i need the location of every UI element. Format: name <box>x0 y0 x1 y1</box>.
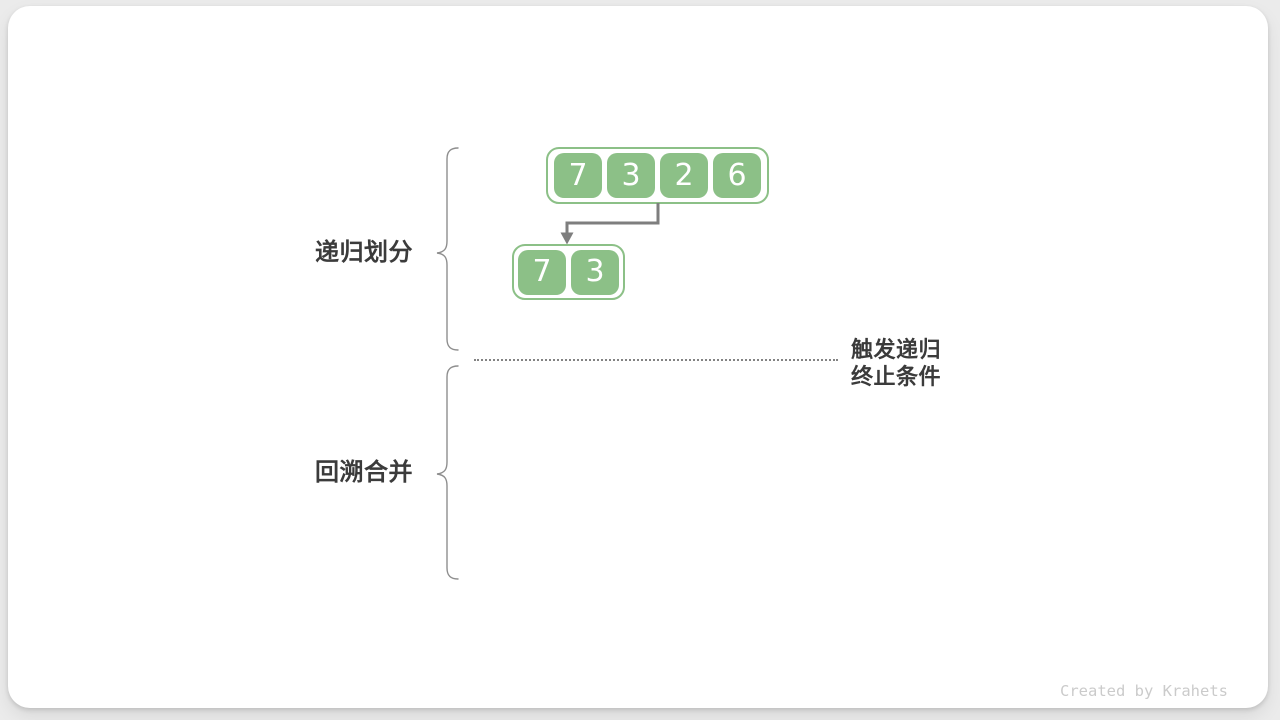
diagram-card: 递归划分 回溯合并 7 3 2 6 7 3 触发递归 <box>8 6 1268 708</box>
array-cell: 6 <box>713 153 761 198</box>
array-sub: 7 3 <box>512 244 625 300</box>
curly-brace-divide-icon <box>436 147 459 351</box>
array-cell: 2 <box>660 153 708 198</box>
array-cell: 3 <box>571 249 619 295</box>
termination-note-line2: 终止条件 <box>851 364 942 389</box>
array-cell: 7 <box>554 153 602 198</box>
array-top: 7 3 2 6 <box>546 147 769 204</box>
curly-brace-merge-icon <box>436 365 459 580</box>
termination-note: 触发递归 终止条件 <box>851 336 941 390</box>
termination-divider-line <box>474 359 838 361</box>
phase-label-recursive-divide: 递归划分 <box>315 239 413 266</box>
watermark-credit: Created by Krahets <box>1060 682 1228 700</box>
array-cell: 3 <box>607 153 655 198</box>
divide-arrow-icon <box>560 203 660 245</box>
termination-note-line1: 触发递归 <box>851 337 942 362</box>
array-cell: 7 <box>518 249 566 295</box>
phase-label-backtrack-merge: 回溯合并 <box>315 459 413 486</box>
